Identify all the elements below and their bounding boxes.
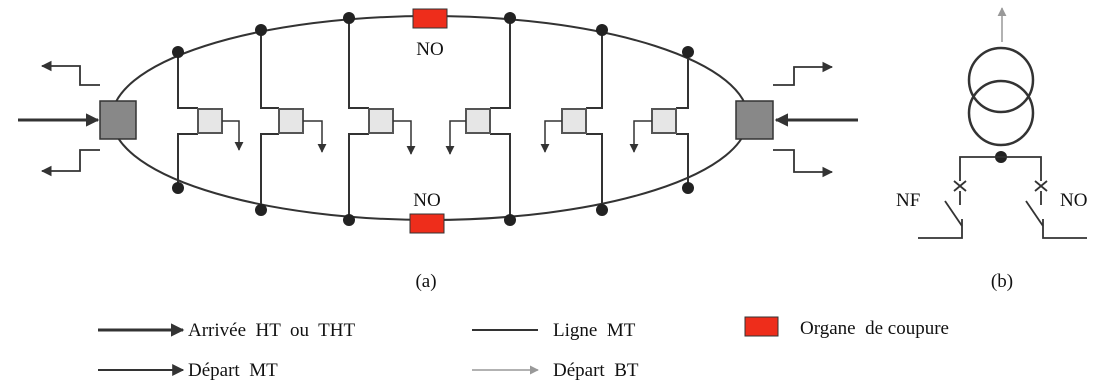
legend-arrivee: Arrivée HT ou THT: [98, 320, 355, 341]
legend-organe: Organe de coupure: [744, 316, 949, 339]
transformer-winding-bottom: [967, 79, 1035, 147]
svg-text:Départ BT: Départ BT: [553, 360, 639, 381]
organe-coupure-bottom: [409, 213, 445, 234]
legend-ligne-mt: Ligne MT: [472, 320, 636, 341]
svg-text:Arrivée HT ou THT: Arrivée HT ou THT: [188, 320, 355, 341]
mt-bt-substation-5: [540, 30, 603, 210]
legend: Arrivée HT ou THT Départ MT Ligne MT Dép…: [98, 316, 949, 381]
ring-junction-dots: [172, 12, 694, 226]
transformer-detail: NF NO (b): [896, 7, 1087, 292]
legend-depart-bt: Départ BT: [472, 360, 639, 381]
source-left: [18, 60, 137, 177]
label-no-switch: NO: [1060, 190, 1087, 211]
mt-bt-substation-4: [445, 18, 511, 220]
label-nf: NF: [896, 190, 920, 211]
label-no-top: NO: [416, 39, 443, 60]
legend-depart-mt: Départ MT: [98, 360, 278, 381]
svg-text:Ligne MT: Ligne MT: [553, 320, 636, 341]
mt-bt-substation-2: [260, 30, 327, 210]
source-substation-left: [99, 100, 137, 140]
ring-network: NO NO: [18, 8, 858, 292]
label-no-bottom: NO: [413, 190, 440, 211]
transformer-winding-top: [967, 46, 1035, 114]
caption-a: (a): [415, 271, 436, 292]
organe-coupure-top: [412, 8, 448, 29]
source-right: [735, 61, 858, 178]
source-substation-right: [735, 100, 774, 140]
mt-bt-substation-6: [629, 52, 689, 188]
svg-text:Départ MT: Départ MT: [188, 360, 278, 381]
mt-bt-substation-3: [348, 18, 416, 220]
svg-text:Organe de coupure: Organe de coupure: [800, 318, 949, 339]
mt-bt-substation-1: [177, 52, 244, 188]
caption-b: (b): [991, 271, 1013, 292]
